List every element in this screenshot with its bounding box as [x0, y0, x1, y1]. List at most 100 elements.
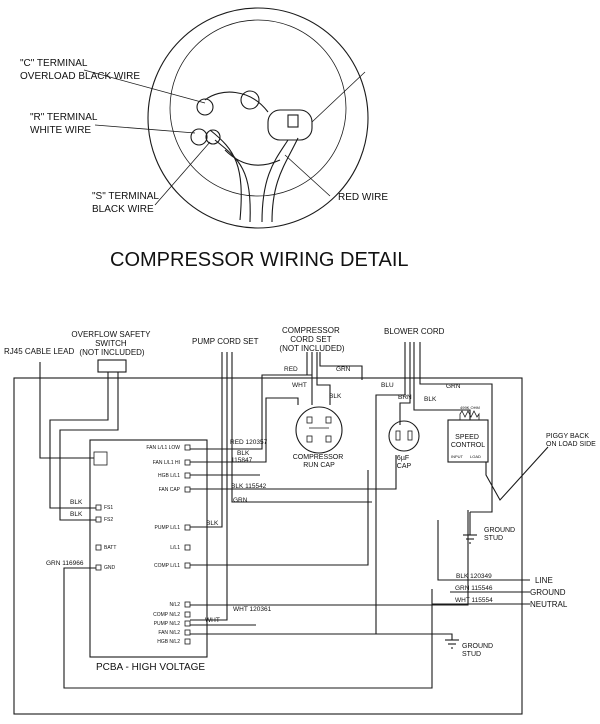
pin-batt: BATT — [104, 545, 116, 551]
wl-wht: WHT — [205, 617, 220, 624]
pin-fan-low: FAN L/L1 LOW — [146, 445, 180, 451]
sc-load-label: LOAD — [470, 454, 481, 459]
pin-comp-n: COMP N/L2 — [153, 612, 180, 618]
wl-blk-cord: BLK — [329, 393, 342, 400]
wire-red — [271, 137, 299, 223]
pin-nl2: N/L2 — [169, 602, 180, 608]
piggy-label: PIGGY BACK ON LOAD SIDE — [546, 433, 596, 448]
wl-blk-pump: BLK — [206, 520, 219, 527]
overload-block — [267, 109, 313, 141]
pcb-connectors — [95, 444, 191, 645]
red-leader — [284, 154, 331, 197]
comp-cord-line2: CORD SET — [290, 335, 331, 344]
comp-cord-line3: (NOT INCLUDED) — [279, 344, 345, 353]
rj45-label: RJ45 CABLE LEAD — [4, 347, 74, 356]
wl-blk-120349: BLK 120349 — [456, 573, 492, 580]
sc-input-label: INPUT — [451, 454, 464, 459]
pin-hgb-n: HGB N/L2 — [157, 639, 180, 645]
line-label: LINE — [535, 576, 553, 585]
wl-grn-115546: GRN 115546 — [455, 585, 493, 592]
overload-leader — [311, 71, 366, 123]
pcba-label: PCBA - HIGH VOLTAGE — [96, 662, 205, 673]
run-cap-line1: COMPRESSOR — [293, 454, 344, 461]
s-terminal-line1: "S" TERMINAL — [92, 191, 159, 202]
neutral-label: NEUTRAL — [530, 600, 568, 609]
s-terminal-post — [205, 129, 221, 145]
wl-grn-blower: GRN — [446, 383, 461, 390]
compressor-housing — [147, 7, 369, 229]
r-leader — [94, 124, 196, 134]
wl-blk-fs2: BLK — [70, 511, 83, 518]
r-terminal-line2: WHITE WIRE — [30, 125, 91, 136]
s-leader — [154, 141, 211, 206]
ohm-label: 499K OHM — [460, 405, 480, 410]
overflow-line1: OVERFLOW SAFETY — [71, 330, 151, 339]
ground-stud-2-label: GROUND STUD — [462, 643, 495, 658]
overflow-label: OVERFLOW SAFETY SWITCH (NOT INCLUDED) — [71, 330, 152, 357]
wl-wht-120361: WHT 120361 — [233, 606, 272, 613]
pin-gnd: GND — [104, 565, 116, 571]
pin-fan-n: FAN N/L2 — [158, 630, 180, 636]
six-uf-label: 6µF CAP — [397, 455, 412, 470]
wl-blk-blower: BLK — [424, 396, 437, 403]
c-terminal-line2: OVERLOAD BLACK WIRE — [20, 71, 140, 82]
six-uf-line1: 6µF — [397, 455, 409, 462]
schematic: PCBA - HIGH VOLTAGE FAN L/L1 LOW FAN L/L… — [4, 326, 596, 715]
c-terminal-line1: "C" TERMINAL — [20, 58, 88, 69]
wl-brn: BRN — [398, 394, 412, 401]
pump-cord-label: PUMP CORD SET — [192, 337, 259, 346]
pin-fan-hi: FAN L/L1 HI — [153, 460, 180, 466]
compressor-run-cap — [295, 406, 343, 454]
red-wire-label: RED WIRE — [338, 192, 388, 203]
grommet — [240, 90, 260, 110]
run-cap-line2: RUN CAP — [303, 462, 335, 469]
wl-red-cord: RED — [284, 366, 298, 373]
wire-s — [214, 139, 251, 223]
pin-fs2: FS2 — [104, 517, 113, 523]
pcba-board — [89, 439, 208, 658]
ground-stud-2-line2: STUD — [462, 651, 481, 658]
overload-connector — [287, 114, 299, 128]
r-terminal-label: "R" TERMINAL WHITE WIRE — [30, 112, 100, 136]
wl-wht-115554: WHT 115554 — [455, 597, 493, 604]
blower-cord-label: BLOWER CORD — [384, 327, 445, 336]
pcb-pin-labels: FAN L/L1 LOW FAN L/L1 HI HGB L/L1 FAN CA… — [104, 445, 181, 645]
overflow-line3: (NOT INCLUDED) — [79, 348, 145, 357]
compressor-detail: "C" TERMINAL OVERLOAD BLACK WIRE "R" TER… — [20, 7, 409, 271]
c-terminal-label: "C" TERMINAL OVERLOAD BLACK WIRE — [20, 58, 140, 82]
wl-blk-115542: BLK 115542 — [231, 483, 267, 490]
comp-cord-label: COMPRESSOR CORD SET (NOT INCLUDED) — [279, 326, 345, 353]
rj45-jack — [93, 451, 108, 466]
piggy-line2: ON LOAD SIDE — [546, 441, 596, 448]
s-terminal-label: "S" TERMINAL BLACK WIRE — [92, 191, 161, 215]
pin-pump-n: PUMP N/L2 — [154, 621, 181, 627]
wl-grn-a: GRN — [233, 497, 248, 504]
ground-stud-1-line1: GROUND — [484, 527, 515, 534]
wl-blu: BLU — [381, 382, 394, 389]
pin-fs1: FS1 — [104, 505, 113, 511]
r-terminal-line1: "R" TERMINAL — [30, 112, 98, 123]
c-leader — [83, 69, 206, 104]
wl-wht-cord: WHT — [292, 382, 307, 389]
run-cap-label: COMPRESSOR RUN CAP — [293, 454, 346, 469]
ground-stud-2-line1: GROUND — [462, 643, 493, 650]
s-terminal-line2: BLACK WIRE — [92, 204, 154, 215]
wires — [39, 342, 549, 689]
wire-r — [209, 129, 242, 221]
six-uf-terminals — [395, 430, 413, 441]
ground-label: GROUND — [530, 588, 566, 597]
wl-grn-116966: GRN 116966 — [46, 560, 84, 567]
piggy-line1: PIGGY BACK — [546, 433, 589, 440]
wl-blk-a: BLK — [237, 450, 250, 457]
wire-labels: RED 120357 BLK 115847 BLK 115542 GRN BLK… — [46, 366, 493, 624]
c-terminal-post — [196, 98, 214, 116]
six-uf-line2: CAP — [397, 463, 412, 470]
pin-pump: PUMP L/L1 — [155, 525, 181, 531]
wl-grn-cord: GRN — [336, 366, 351, 373]
overload-wire — [204, 91, 269, 113]
speed-control-label: SPEED CONTROL — [451, 434, 485, 449]
wire-loop — [224, 149, 281, 166]
r-terminal-post — [190, 128, 208, 146]
comp-cord-line1: COMPRESSOR — [282, 326, 340, 335]
